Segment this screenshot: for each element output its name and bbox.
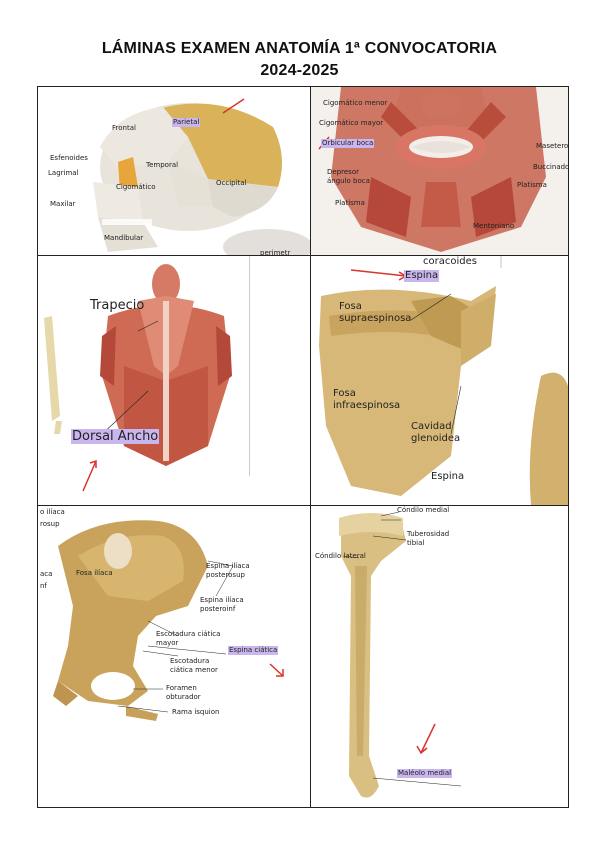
label-mandibular: Mandíbular (104, 234, 144, 242)
label-espina-top: Espina (404, 270, 440, 282)
label-condilo-lateral: Cóndilo lateral (315, 552, 366, 560)
label-escotadura-ciatica-mayor: Escotadura ciática mayor (156, 630, 221, 647)
scapula-plate: coracoides Espina Fosa supraespinosa Fos… (311, 256, 568, 505)
label-dorsal-ancho: Dorsal Ancho (71, 429, 160, 444)
back-muscles-plate: Trapecio Dorsal Ancho (38, 256, 310, 505)
label-rama-isquion: Rama isquion (172, 708, 220, 716)
label-fosa-supraespinosa: Fosa supraespinosa (339, 301, 412, 324)
plates-grid (37, 86, 569, 808)
label-tuberosidad-tibial: Tuberosidad tibial (407, 530, 450, 547)
label-nf: nf (40, 582, 47, 590)
label-espina-iliaca-posteroinf: Espina ilíaca posteroinf (200, 596, 244, 613)
label-esfenoides: Esfenoides (50, 154, 88, 162)
page-subtitle-year: 2024-2025 (260, 62, 339, 79)
label-temporal: Temporal (146, 161, 179, 169)
label-maleolo-medial: Maléolo medial (397, 769, 453, 778)
label-occipital: Occipital (216, 179, 247, 187)
label-perimetr: perimetr (260, 249, 291, 255)
label-masetero: Masetero (536, 142, 568, 150)
grid-divider-row2 (37, 505, 569, 506)
label-fosa-iliaca: Fosa ilíaca (76, 569, 113, 577)
label-cigomatico: Cigomático (116, 183, 156, 191)
label-coracoides: coracoides (423, 256, 477, 267)
label-aca: aca (40, 570, 53, 578)
label-cavidad-glenoidea: Cavidad glenoidea (411, 421, 461, 444)
label-condilo-medial: Cóndilo medial (397, 506, 450, 514)
label-escotadura-ciatica-menor: Escotadura ciática menor (170, 657, 218, 674)
label-espina-ciatica: Espina ciática (228, 646, 279, 655)
label-platisma-left: Platisma (335, 199, 365, 207)
label-platisma-right: Platisma (517, 181, 547, 189)
label-frontal: Frontal (112, 124, 136, 132)
tibia-plate: Cóndilo medial Cóndilo lateral Tuberosid… (311, 506, 568, 807)
skull-plate: Frontal Parietal Esfenoides Lagrimal Tem… (38, 87, 310, 255)
label-cigomatico-mayor: Cigomático mayor (319, 119, 384, 127)
label-fosa-infraespinosa: Fosa infraespinosa (333, 388, 401, 411)
grid-divider-row1 (37, 255, 569, 256)
label-buccinador: Buccinador (533, 163, 568, 171)
label-espina-iliaca-posterosup: Espina ilíaca posterosup (206, 562, 250, 579)
page-title: LÁMINAS EXAMEN ANATOMÍA 1ª CONVOCATORIA (101, 40, 498, 57)
label-espina-bottom: Espina (431, 471, 465, 482)
grid-divider-vertical (310, 86, 311, 808)
label-mentoniano: Mentoniano (473, 222, 515, 230)
back-illustration (44, 256, 250, 492)
label-o-iliaca: o ilíaca (40, 508, 65, 516)
tibia-illustration (339, 511, 462, 798)
label-depresor-angulo-boca: Depresor ángulo boca (327, 168, 370, 185)
label-orbicular-boca: Orbicular boca (321, 139, 375, 148)
face-muscles-plate: Cigomático menor Cigomático mayor Orbicu… (311, 87, 568, 255)
label-maxilar: Maxilar (50, 200, 76, 208)
label-cigomatico-menor: Cigomático menor (323, 99, 388, 107)
label-foramen-obturador: Foramen obturador (166, 684, 201, 701)
scapula-illustration (319, 256, 568, 505)
face-illustration (311, 87, 568, 255)
label-rosup: rosup (40, 520, 60, 528)
label-lagrimal: Lagrimal (48, 169, 79, 177)
label-trapecio: Trapecio (90, 298, 145, 313)
hip-illustration (53, 520, 284, 721)
label-parietal: Parietal (172, 118, 201, 127)
hip-bone-plate: o ilíaca rosup Fosa ilíaca aca nf Espina… (38, 506, 310, 807)
